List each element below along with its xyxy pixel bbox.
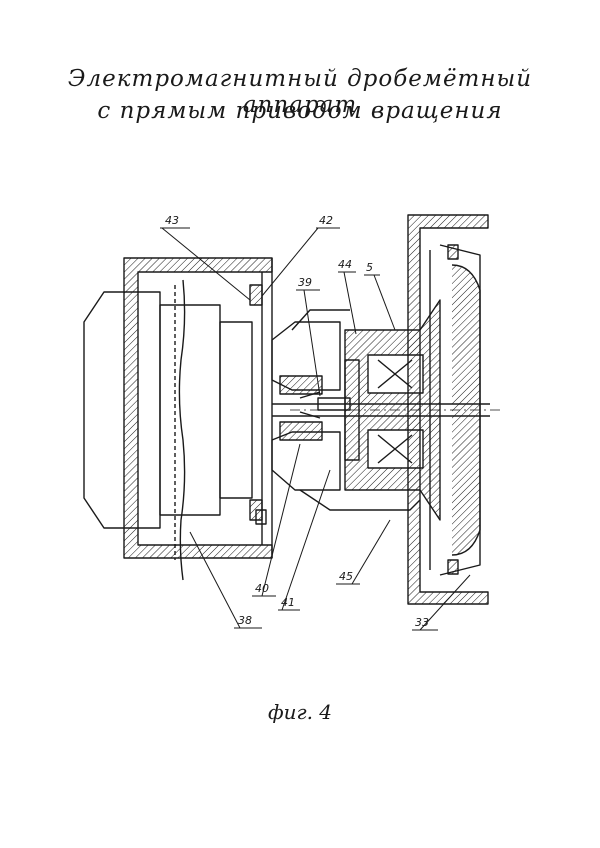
label-44: 44 [338, 258, 352, 271]
label-45: 45 [339, 570, 353, 583]
label-42: 42 [319, 214, 333, 227]
label-43: 43 [165, 214, 179, 227]
label-39: 39 [298, 276, 312, 289]
label-33: 33 [415, 616, 429, 629]
label-38: 38 [238, 614, 252, 627]
cone-housing [291, 309, 421, 511]
flange-disk [407, 214, 489, 605]
label-5: 5 [366, 261, 373, 274]
housing-bolts [249, 284, 267, 525]
bearing-housing [344, 299, 441, 521]
leader-lines [161, 227, 471, 631]
title-line-2: с прямым приводом вращения [97, 98, 503, 124]
figure-caption: фиг. 4 [267, 700, 333, 724]
label-41: 41 [281, 596, 295, 609]
title-line-1: Электромагнитный дробемётный аппарат [67, 66, 533, 118]
label-40: 40 [255, 582, 269, 595]
label-underlines [160, 227, 438, 631]
rotor-hub [271, 321, 351, 491]
motor-body [83, 279, 253, 581]
